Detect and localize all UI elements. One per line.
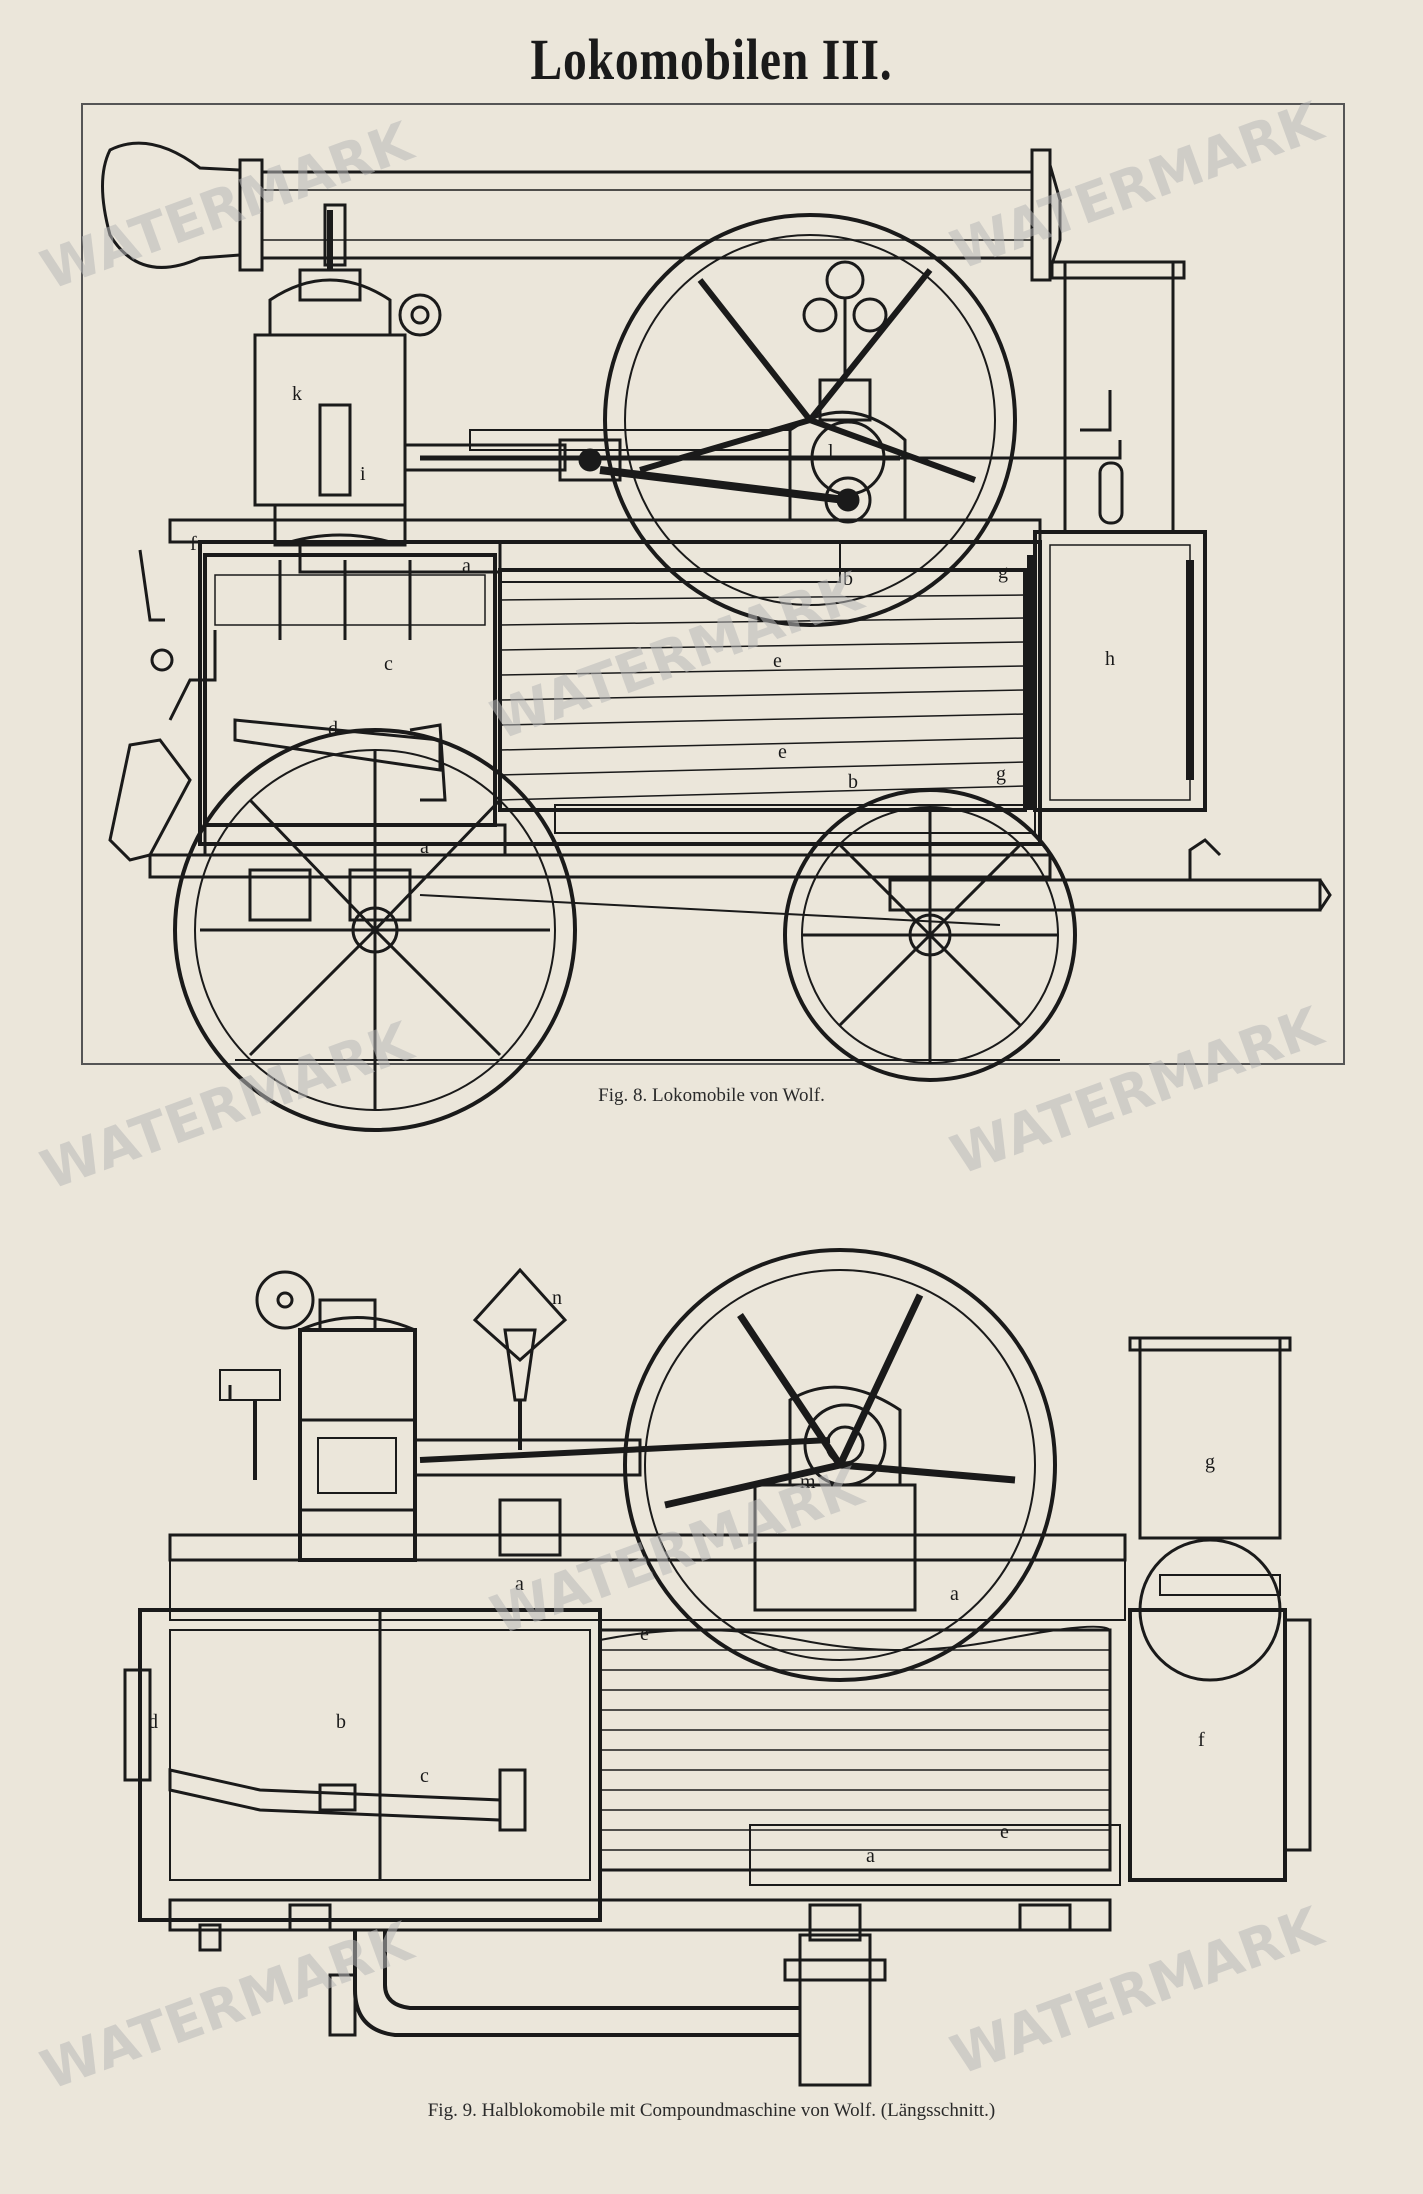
fig8-label-e-top: e [773,650,782,672]
fig9-label-a-left: a [515,1573,524,1595]
watermark: WATERMARK [943,89,1332,282]
fig8-label-k: k [292,383,302,405]
fig8-label-f: f [190,533,197,555]
fig9-label-d: d [148,1711,158,1733]
fig9-label-c: c [420,1765,429,1787]
fig8-caption: Fig. 8. Lokomobile von Wolf. [598,1085,825,1106]
fig8-label-a-top: a [462,555,471,577]
fig9-drawing [123,1248,1312,2087]
fig8-label-b-bottom: b [848,771,858,793]
fig9-label-m: m [800,1471,816,1493]
watermark: WATERMARK [943,1894,1332,2087]
fig8-label-a-bottom: a [420,836,429,858]
fig8-label-e-bottom: e [778,741,787,763]
fig9-label-a-right: a [950,1583,959,1605]
fig8-label-g-top: g [998,561,1008,583]
fig9-label-g: g [1205,1451,1215,1473]
watermark: WATERMARK [483,559,872,752]
fig8-label-d: d [328,718,338,740]
plate-title: Lokomobilen III. [530,27,893,92]
fig8-label-g-bottom: g [996,763,1006,785]
fig8-label-l: l [828,441,834,463]
fig9-label-f: f [1198,1729,1205,1751]
fig9-caption: Fig. 9. Halblokomobile mit Compoundmasch… [427,2100,996,2121]
fig8-drawing [101,141,1332,1132]
watermark: WATERMARK [33,109,422,302]
fig8-label-h: h [1105,648,1115,670]
watermark: WATERMARK [33,1909,422,2102]
fig9-label-n: n [552,1287,562,1309]
fig9-label-b: b [336,1711,346,1733]
watermark: WATERMARK [483,1454,872,1647]
fig9-label-e-bottom: e [1000,1821,1009,1843]
fig8-label-i: i [360,463,366,485]
fig8-label-b-top: b [843,568,853,590]
fig9-label-e-top: e [640,1623,649,1645]
fig8-label-c: c [384,653,393,675]
fig9-label-a-bottom: a [866,1845,875,1867]
